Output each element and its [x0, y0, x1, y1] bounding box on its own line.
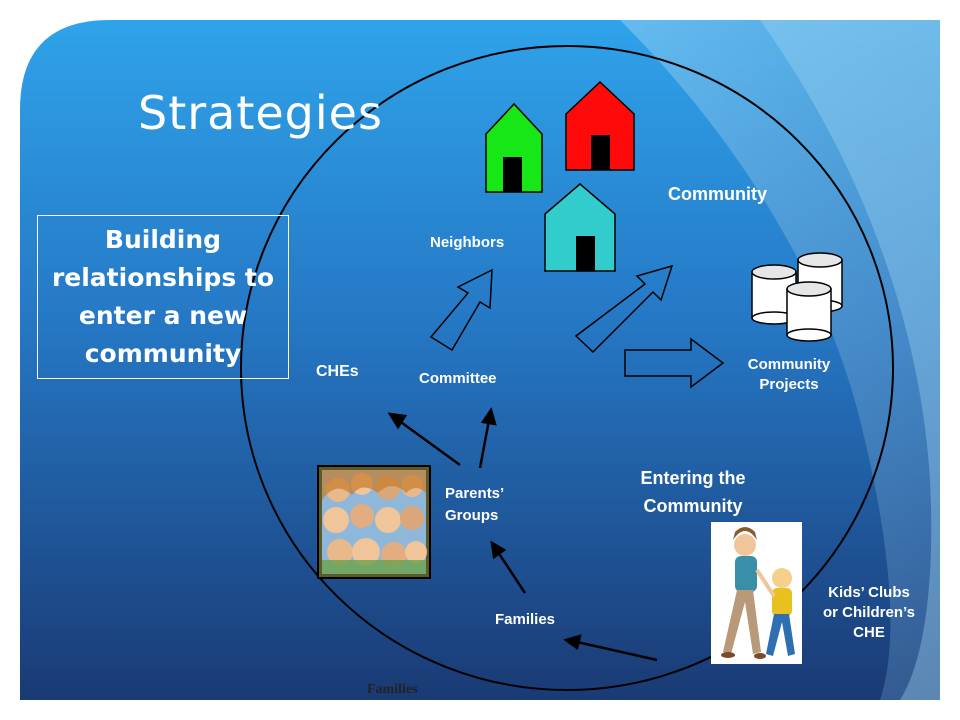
families-label: Families — [495, 611, 556, 628]
red-house-icon — [565, 80, 635, 171]
database-cylinders-icon — [751, 252, 843, 342]
neighbors-label: Neighbors — [430, 234, 505, 251]
callout-text: Building relationships to enter a new co… — [51, 225, 275, 368]
community-circle — [240, 45, 894, 691]
committee-label: Committee — [419, 370, 497, 387]
thin-arrows — [387, 407, 658, 662]
community-projects-label: Community Projects — [747, 356, 831, 393]
kids-club-image — [711, 522, 802, 664]
arrow-to-community-projects — [624, 337, 725, 389]
entering-community-label: Entering the Community — [640, 468, 746, 516]
community-label: Community — [668, 184, 767, 204]
kids-clubs-label: Kids’ Clubs or Children’s CHE — [823, 584, 915, 641]
parents-groups-label: Parents’ Groups — [445, 485, 505, 524]
green-house-icon — [485, 102, 543, 193]
callout-box: Building relationships to enter a new co… — [37, 215, 289, 379]
arrow-committee-to-neighbors — [429, 268, 493, 352]
ches-label: CHEs — [316, 363, 359, 380]
slide-title: Strategies — [138, 86, 383, 140]
arrow-to-community — [574, 264, 674, 354]
parents-group-image — [317, 465, 431, 579]
footer-text: Families — [367, 682, 418, 697]
teal-house-icon — [544, 183, 616, 272]
